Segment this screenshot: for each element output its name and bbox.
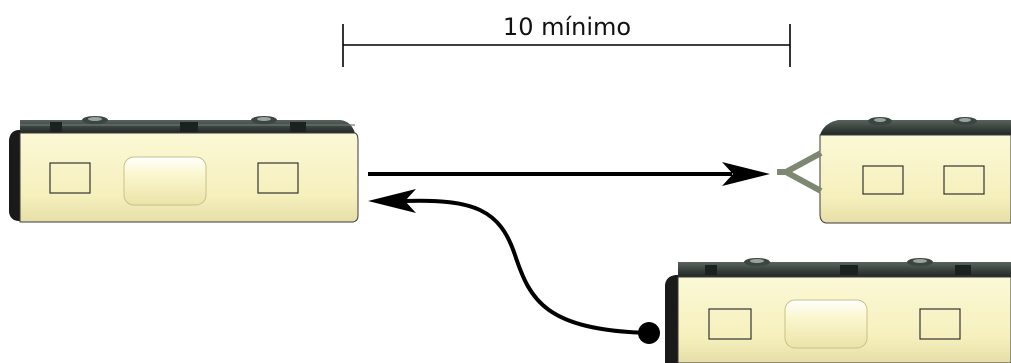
- dimension-line: 10 mínimo: [342, 13, 791, 67]
- left-bus: [9, 116, 359, 223]
- start-dot-icon: [638, 322, 660, 344]
- bottom-bus: [665, 258, 1011, 363]
- arrowhead-icon: [368, 189, 416, 213]
- arrowhead-icon: [722, 162, 770, 186]
- forward-arrow: [368, 162, 770, 186]
- return-arrow: [368, 189, 660, 344]
- dimension-label: 10 mínimo: [503, 13, 631, 41]
- tow-bar-icon: [779, 150, 823, 194]
- right-vehicle: [777, 117, 1011, 224]
